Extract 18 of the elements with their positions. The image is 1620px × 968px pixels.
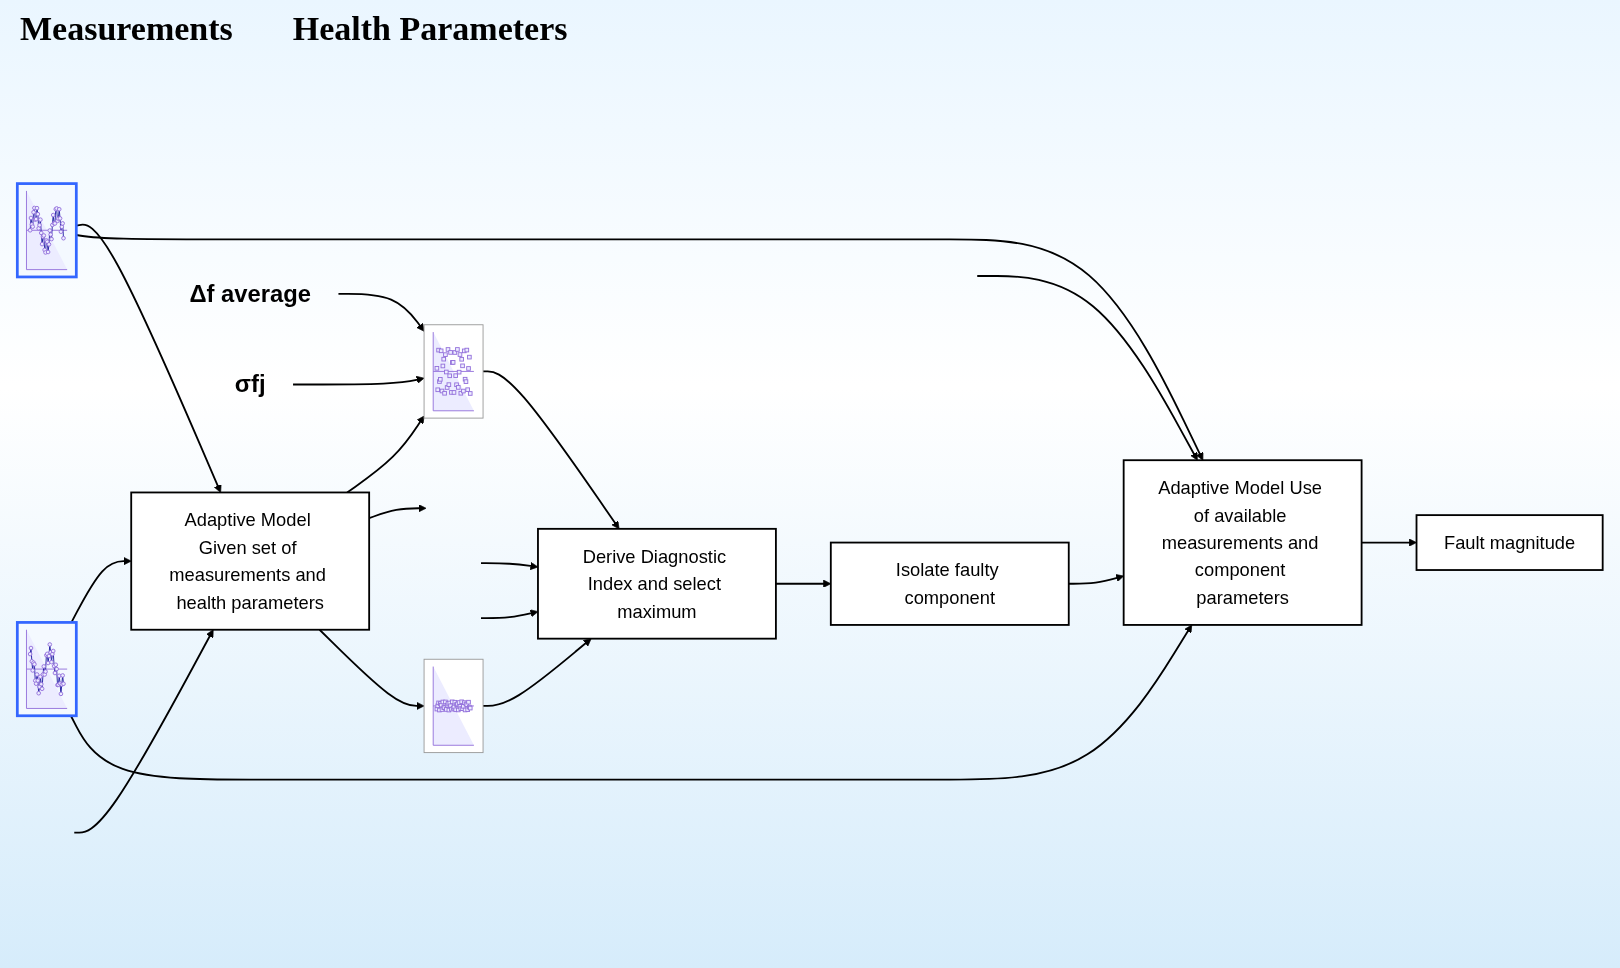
heading-label: Health Parameters bbox=[292, 10, 568, 48]
node-text: Δf average bbox=[189, 279, 311, 308]
node-box: Adaptive Model Given set of measurements and health parameters bbox=[130, 491, 371, 631]
node-box: Derive Diagnostic Index and select maximum bbox=[537, 527, 777, 640]
arrow bbox=[318, 628, 425, 710]
arrow bbox=[976, 275, 1198, 461]
arrow bbox=[73, 629, 214, 834]
node-text: σfj bbox=[234, 370, 266, 398]
node-box: Fault magnitude bbox=[1415, 514, 1604, 571]
node-box: Isolate faulty component bbox=[829, 541, 1070, 626]
arrow bbox=[292, 375, 425, 386]
arrow bbox=[346, 415, 425, 494]
node-box: Adaptive Model Use of available measurements and component parameters bbox=[1122, 459, 1363, 626]
heading-label: Measurements bbox=[20, 10, 233, 48]
arrow bbox=[337, 292, 425, 332]
arrow bbox=[482, 370, 620, 530]
arrow bbox=[482, 638, 592, 707]
arrow bbox=[69, 624, 1193, 781]
